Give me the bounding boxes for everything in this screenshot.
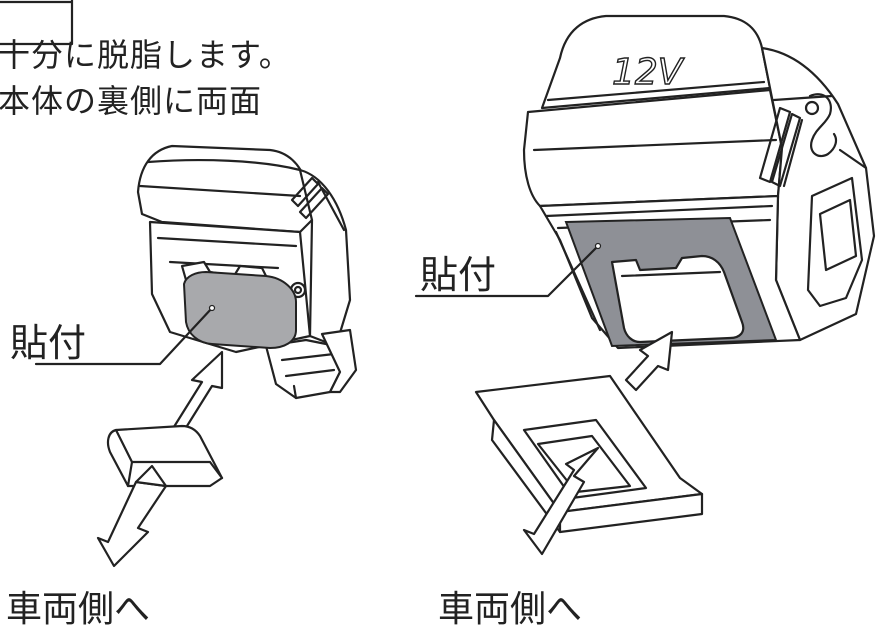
left-device [136,144,358,400]
right-vehicle-side-caption: 車両側へ [438,589,583,630]
left-attach-label: 貼付 [10,321,87,365]
instruction-line-2: 本体の裏側に両面 [0,82,263,120]
right-label-leader [414,244,600,298]
right-arrow-assembly [474,330,704,556]
adhesive-tape-left [182,270,297,350]
left-vehicle-side-caption: 車両側へ [6,589,151,630]
left-label-leader [34,306,214,366]
instruction-frame [0,0,74,46]
left-arrow-assembly [96,350,224,568]
right-attach-label: 貼付 [420,253,497,297]
voltage-marking: 12V [612,52,685,93]
right-device: 12V [522,14,876,350]
instruction-line-1: 十分に脱脂します。 [0,36,292,74]
